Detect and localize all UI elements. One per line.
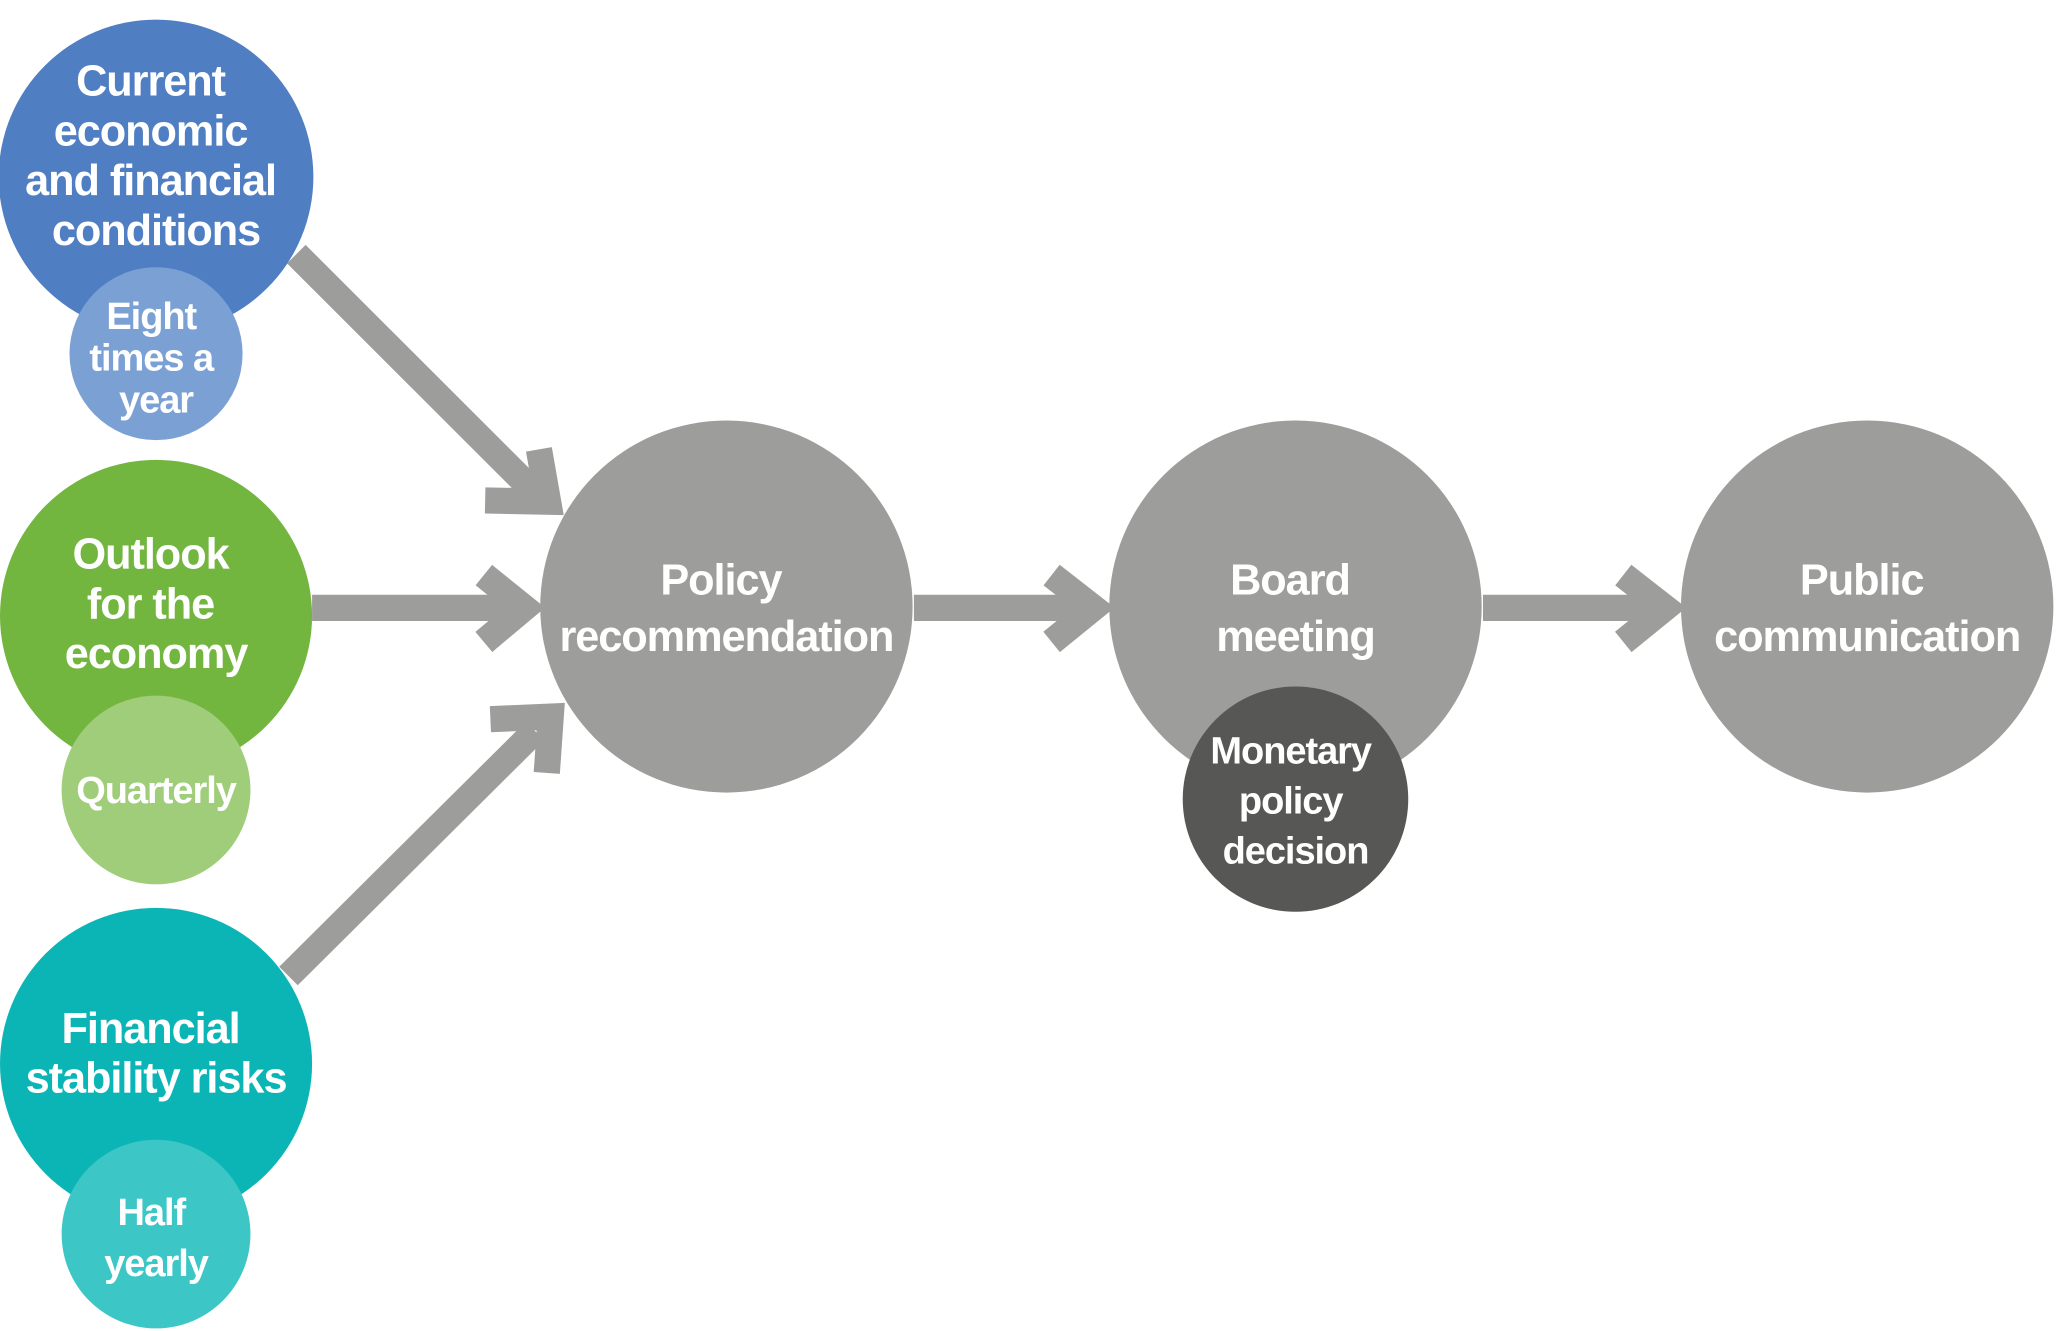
- frequency-quarterly: Quarterly: [76, 770, 237, 812]
- node-current-conditions: Current economic and financial condition…: [0, 19, 314, 441]
- public-communication-label: Public communication: [1714, 557, 2020, 661]
- arrow-current-to-policy-head: [484, 447, 564, 516]
- frequency-badge-circle: [61, 695, 251, 885]
- arrow-stability-to-policy-shaft: [279, 721, 545, 986]
- arrow-current-to-policy-shaft: [287, 244, 545, 502]
- arrow-policy-to-board-head: [1043, 564, 1115, 653]
- current-conditions-label: Current economic and financial condition…: [25, 58, 287, 255]
- policy-recommendation-label: Policy recommendation: [559, 557, 893, 661]
- node-board-meeting: Board meeting Monetary policy decision: [1109, 420, 1482, 912]
- monetary-policy-decision-circle: [1182, 686, 1409, 912]
- frequency-badge-circle: [61, 1139, 251, 1329]
- outlook-label: Outlook for the economy: [65, 531, 249, 679]
- financial-stability-label: Financial stability risks: [26, 1005, 287, 1103]
- node-public-communication: Public communication: [1680, 420, 2054, 793]
- frequency-badge-circle: [69, 267, 243, 441]
- frequency-half-yearly: Half yearly: [104, 1192, 209, 1285]
- financial-stability-circle: [0, 907, 313, 1220]
- policy-recommendation-circle: [540, 420, 913, 793]
- current-conditions-circle: [0, 19, 314, 335]
- node-financial-stability: Financial stability risks Half yearly: [0, 907, 313, 1329]
- node-policy-recommendation: Policy recommendation: [540, 420, 913, 793]
- board-meeting-circle: [1109, 420, 1482, 793]
- outlook-circle: [0, 459, 313, 772]
- public-communication-circle: [1680, 420, 2054, 793]
- node-outlook: Outlook for the economy Quarterly: [0, 459, 313, 885]
- arrow-board-to-public-head: [1615, 564, 1687, 653]
- arrows: [279, 244, 1687, 986]
- board-meeting-label: Board meeting: [1216, 557, 1375, 661]
- arrow-outlook-to-policy-head: [475, 564, 546, 652]
- monetary-policy-decision-label: Monetary policy decision: [1210, 731, 1380, 873]
- arrow-stability-to-policy-head: [489, 702, 565, 774]
- frequency-eight-times-a-year: Eight times a year: [89, 296, 222, 422]
